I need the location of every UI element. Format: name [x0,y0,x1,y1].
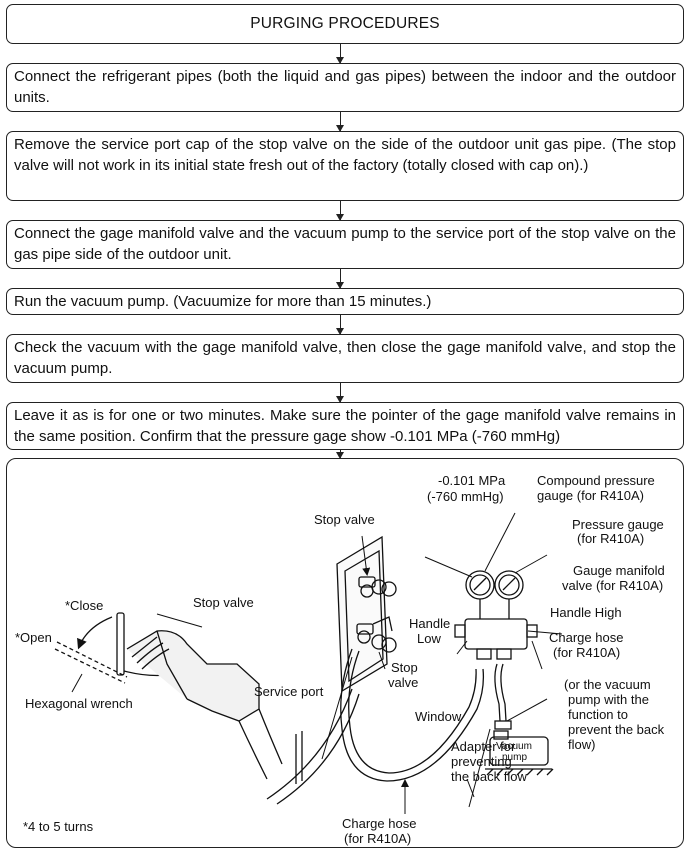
diagram-drawing: *Close *Open Stop valve Hexagonal wrench… [15,473,665,846]
label-vacuum: Vacuum [496,741,532,752]
label-mmhg: (-760 mmHg) [427,489,504,504]
leader-line [156,613,203,628]
leader-line [71,673,83,693]
label-adapter-2: preventing [451,754,512,769]
label-pressure-2: (for R410A) [577,531,644,546]
label-adapter-1: Adapter for [451,739,516,754]
label-stop-valve-bottom-2: valve [388,675,418,690]
step-5: Check the vacuum with the gage manifold … [6,334,684,383]
label-stop-valve-top: Stop valve [314,512,375,527]
gauge-manifold [454,570,538,660]
label-vp-note-4: prevent the back [568,722,665,737]
label-charge-hose-b-2: (for R410A) [344,831,411,846]
page-title: PURGING PROCEDURES [6,4,684,44]
label-charge-hose-r-1: Charge hose [549,630,623,645]
flow-arrow [336,383,344,403]
label-charge-hose-b-1: Charge hose [342,816,416,831]
step-3: Connect the gage manifold valve and the … [6,220,684,269]
label-vp-note-2: pump with the [568,692,649,707]
flow-arrow [336,269,344,289]
label-compound-1: Compound pressure [537,473,655,488]
flow-arrow [336,201,344,221]
label-manifold-1: Gauge manifold [573,563,665,578]
outdoor-unit-illustration [266,535,397,805]
step-4: Run the vacuum pump. (Vacuumize for more… [6,288,684,315]
step-2: Remove the service port cap of the stop … [6,131,684,201]
label-hex-wrench: Hexagonal wrench [25,696,133,711]
purging-diagram: *Close *Open Stop valve Hexagonal wrench… [6,458,684,848]
step-1: Connect the refrigerant pipes (both the … [6,63,684,112]
flow-arrow [336,112,344,132]
label-handle-low-2: Low [417,631,441,646]
flow-arrow [336,315,344,335]
leader-lines [321,512,563,814]
step-6: Leave it as is for one or two minutes. M… [6,402,684,450]
label-close: *Close [65,598,103,613]
label-pump: pump [502,752,527,763]
label-manifold-2: valve (for R410A) [562,578,663,593]
flow-arrow [336,44,344,64]
label-turns: *4 to 5 turns [23,819,94,834]
label-vp-note-1: (or the vacuum [564,677,651,692]
label-window: Window [415,709,462,724]
label-vp-note-5: flow) [568,737,595,752]
flow-arrow [336,450,344,459]
label-stop-valve-left: Stop valve [193,595,254,610]
label-mpa: -0.101 MPa [438,473,506,488]
label-handle-low-1: Handle [409,616,450,631]
label-open: *Open [15,630,52,645]
label-pressure-1: Pressure gauge [572,517,664,532]
label-charge-hose-r-2: (for R410A) [553,645,620,660]
hex-wrench-illustration [54,612,283,780]
label-adapter-3: the back flow [451,769,527,784]
label-vp-note-3: function to [568,707,628,722]
label-compound-2: gauge (for R410A) [537,488,644,503]
label-stop-valve-bottom-1: Stop [391,660,418,675]
charge-hoses [340,648,507,782]
vacuum-pump [485,720,554,776]
label-service-port: Service port [254,684,324,699]
label-handle-high: Handle High [550,605,622,620]
